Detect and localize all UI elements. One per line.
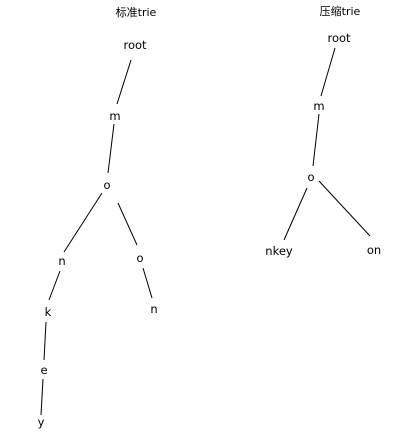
edge-o2-n2 xyxy=(142,267,153,299)
edge-m-o xyxy=(107,123,115,174)
standard-trie-title: 标准trie xyxy=(116,5,157,19)
node-o: o xyxy=(103,178,110,192)
node-m: m xyxy=(109,109,120,123)
edge-k-e xyxy=(43,321,47,361)
node-n: n xyxy=(58,254,65,268)
edge-c-root-m xyxy=(320,47,336,97)
node-e: e xyxy=(40,363,47,377)
node-c-o: o xyxy=(307,170,314,184)
node-root: root xyxy=(123,38,147,52)
node-k: k xyxy=(45,305,52,319)
standard-trie: 标准trie root m o n o k n e y xyxy=(38,5,158,429)
node-c-nkey: nkey xyxy=(265,244,293,258)
node-y: y xyxy=(38,415,45,429)
node-c-m: m xyxy=(313,99,324,113)
node-o2: o xyxy=(136,251,143,265)
edge-c-o-nkey xyxy=(283,187,308,241)
compressed-trie-title: 压缩trie xyxy=(320,5,361,18)
edge-o-o2 xyxy=(117,202,138,246)
node-n2: n xyxy=(150,302,157,316)
edge-o-n xyxy=(63,192,103,253)
edge-c-m-o xyxy=(312,113,320,167)
compressed-trie: 压缩trie root m o nkey on xyxy=(265,5,381,258)
node-c-on: on xyxy=(367,243,381,257)
edge-c-o-on xyxy=(318,180,371,237)
edge-root-m xyxy=(116,59,132,105)
edge-n-k xyxy=(48,270,61,301)
edge-e-y xyxy=(40,378,44,416)
node-c-root: root xyxy=(327,31,351,45)
